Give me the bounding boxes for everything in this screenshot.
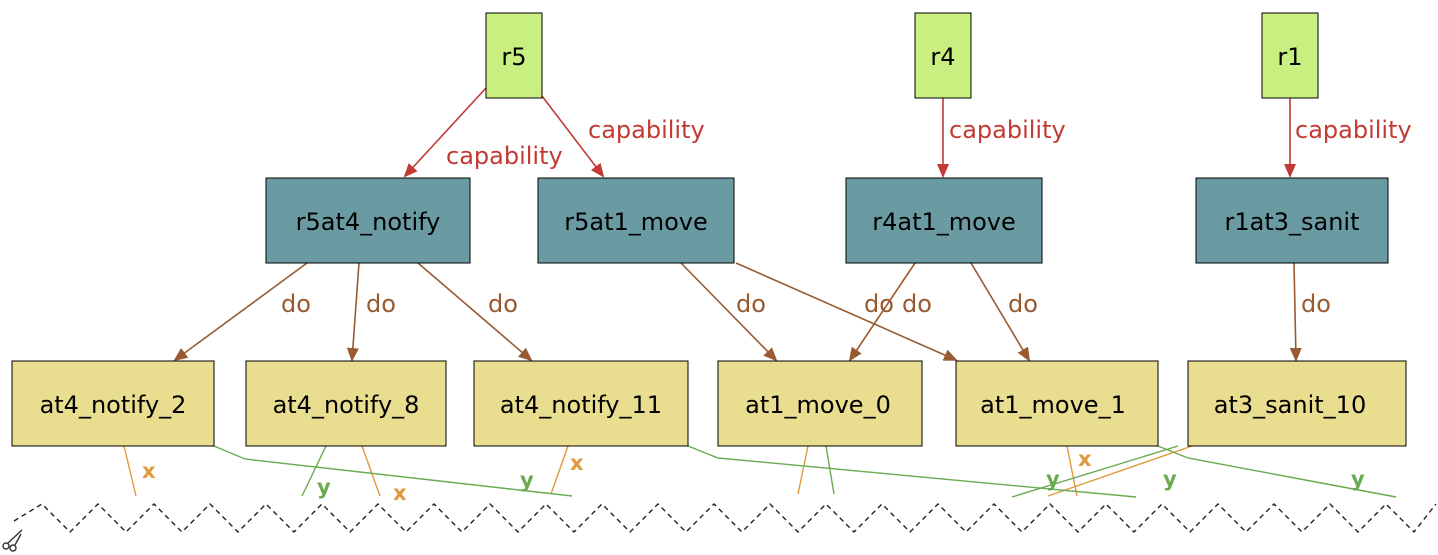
action-label-at4-notify-8: at4_notify_8 [273, 391, 420, 419]
assignment-label-r4at1-move: r4at1_move [872, 208, 1016, 236]
role-node-r1[interactable]: r1 [1261, 12, 1319, 99]
do-label-3: do [488, 290, 518, 318]
edge-r5at4-notify-at4-notify-8 [346, 262, 360, 362]
assignment-label-r5at1-move: r5at1_move [564, 208, 708, 236]
x-edge-4 [797, 445, 809, 495]
action-label-at1-move-1: at1_move_1 [980, 391, 1126, 419]
y-label-3: y [1046, 467, 1060, 491]
action-label-at4-notify-2: at4_notify_2 [40, 391, 187, 419]
y-edge-3 [687, 445, 1137, 498]
y-label-1: y [317, 475, 331, 499]
assignment-label-r5at4-notify: r5at4_notify [296, 208, 441, 236]
do-label-2: do [366, 290, 396, 318]
scissors-icon [2, 529, 23, 552]
edge-r5at1-move-at1-move-0 [680, 262, 778, 362]
capability-label-2: capability [588, 116, 705, 144]
y-label-4: y [1163, 467, 1177, 491]
x-label-1: x [142, 459, 156, 483]
role-label-r1: r1 [1277, 43, 1302, 71]
edge-r1at3-sanit-at3-sanit-10 [1289, 262, 1302, 362]
x-edge-3 [550, 445, 569, 495]
x-edges [123, 445, 1193, 497]
action-node-at4-notify-11[interactable]: at4_notify_11 [473, 360, 689, 447]
y-edge-5 [1011, 445, 1179, 498]
role-label-r4: r4 [930, 43, 955, 71]
edge-r4at1-move-at1-move-0 [848, 262, 916, 362]
action-node-at1-move-1[interactable]: at1_move_1 [955, 360, 1159, 447]
edge-r5-r5at1-move [541, 95, 605, 178]
do-label-6: do [902, 290, 932, 318]
do-edges [173, 262, 1302, 362]
role-node-r4[interactable]: r4 [914, 12, 972, 99]
assignment-node-r1at3-sanit[interactable]: r1at3_sanit [1195, 177, 1389, 264]
edge-r5at4-notify-at4-notify-11 [417, 262, 533, 362]
action-label-at3-sanit-10: at3_sanit_10 [1214, 391, 1366, 419]
action-node-at4-notify-2[interactable]: at4_notify_2 [11, 360, 215, 447]
assignment-label-r1at3-sanit: r1at3_sanit [1224, 208, 1359, 236]
x-edge-5 [1066, 445, 1078, 497]
do-label-1: do [281, 290, 311, 318]
cut-line [13, 503, 1437, 534]
action-node-at3-sanit-10[interactable]: at3_sanit_10 [1187, 360, 1407, 447]
assignment-node-r5at4-notify[interactable]: r5at4_notify [265, 177, 471, 264]
x-label-3: x [570, 451, 584, 475]
role-node-r5[interactable]: r5 [485, 12, 543, 99]
action-node-at1-move-0[interactable]: at1_move_0 [717, 360, 923, 447]
edge-r5-r5at4-notify [403, 87, 487, 178]
role-label-r5: r5 [501, 43, 526, 71]
y-label-2: y [520, 468, 534, 492]
y-label-5: y [1351, 467, 1365, 491]
y-edge-1 [213, 445, 573, 497]
action-label-at4-notify-11: at4_notify_11 [500, 391, 662, 419]
do-label-5: do [864, 290, 894, 318]
capability-edges [403, 87, 1296, 178]
assignment-node-r5at1-move[interactable]: r5at1_move [537, 177, 735, 264]
y-edge-2 [301, 445, 327, 497]
action-node-at4-notify-8[interactable]: at4_notify_8 [245, 360, 447, 447]
capability-label-1: capability [446, 142, 563, 170]
x-label-2: x [393, 481, 407, 505]
assignment-node-r4at1-move[interactable]: r4at1_move [845, 177, 1043, 264]
y-edges [213, 445, 1397, 498]
do-label-8: do [1301, 290, 1331, 318]
x-edge-6 [1047, 445, 1193, 497]
x-edge-1 [123, 445, 137, 497]
capability-label-3: capability [949, 116, 1066, 144]
y-edge-6 [1157, 445, 1397, 498]
capability-label-4: capability [1295, 116, 1412, 144]
y-edge-4 [825, 445, 835, 495]
x-label-4: x [1078, 447, 1092, 471]
edge-r5at4-notify-at4-notify-2 [173, 262, 308, 362]
do-label-4: do [736, 290, 766, 318]
do-label-7: do [1008, 290, 1038, 318]
action-label-at1-move-0: at1_move_0 [745, 391, 891, 419]
x-edge-2 [361, 445, 381, 497]
edge-r5at1-move-at1-move-1 [735, 262, 958, 361]
edge-r4at1-move-at1-move-1 [970, 262, 1031, 362]
